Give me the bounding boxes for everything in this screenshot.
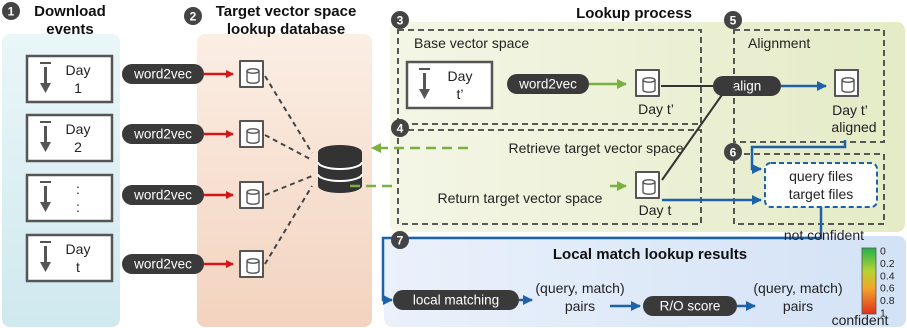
- step-badge-2: 2: [184, 7, 202, 25]
- target-title-line2: lookup database: [227, 21, 345, 38]
- step-number-2: 2: [190, 10, 197, 24]
- download-event-day-2: Day 2: [25, 113, 114, 163]
- event-ellipsis-top: :: [76, 181, 80, 197]
- event-day-number: t: [76, 259, 80, 275]
- vector-space-icon: [239, 60, 264, 88]
- colorbar-bottom-label: confident: [832, 312, 889, 328]
- word2vec-pill-2: word2vec: [122, 124, 204, 144]
- step-badge-3: 3: [391, 11, 409, 29]
- step-number-5: 5: [730, 14, 737, 28]
- step-number-1: 1: [8, 5, 15, 19]
- vector-space-icon: [239, 120, 264, 148]
- database-icon: [317, 145, 363, 193]
- align-pill: align: [713, 76, 781, 96]
- step-badge-7: 7: [391, 231, 409, 249]
- base-vector-space-label: Base vector space: [414, 35, 529, 51]
- scored-pairs-label-line1: (query, match): [753, 280, 842, 296]
- vector-space-icon-day-t-prime: [635, 69, 660, 97]
- download-event-ellipsis: : :: [25, 173, 114, 223]
- event-day-label: Day: [66, 62, 91, 78]
- download-arrow-icon: [40, 241, 51, 272]
- download-arrow-icon: [419, 68, 430, 99]
- return-label: Return target vector space: [438, 190, 603, 206]
- vector-space-icon: [239, 250, 264, 278]
- day-t-prime-label: Day t’: [638, 101, 674, 117]
- day-t-to-align: [661, 91, 725, 181]
- aligned-label-line2: aligned: [831, 119, 876, 135]
- scored-pairs-label-line2: pairs: [783, 298, 813, 314]
- query-target-box: [733, 153, 885, 225]
- base-event-day-number: t’: [457, 86, 464, 102]
- ro-score-pill: R/O score: [643, 296, 737, 316]
- vector-space-icon-aligned: [834, 69, 859, 97]
- download-event-day-t: Day t: [25, 233, 114, 283]
- target-lookup-box: [397, 129, 702, 225]
- word2vec-label: word2vec: [133, 188, 192, 203]
- colorbar-top-label: not confident: [784, 227, 864, 243]
- local-matching-label: local matching: [413, 293, 499, 308]
- download-title-line2: events: [46, 21, 94, 38]
- event-day-label: Day: [66, 121, 91, 137]
- aligned-to-query-arrow: [750, 140, 847, 174]
- base-vector-space-box: [397, 29, 702, 125]
- vector-space-icon: [239, 181, 264, 209]
- database-connectors: [264, 75, 313, 265]
- day-t-label: Day t: [639, 202, 672, 218]
- download-arrow-icon: [40, 62, 51, 93]
- confidence-colorbar: [861, 247, 877, 315]
- base-event-day-t-prime: Day t’: [405, 60, 494, 110]
- retrieve-label: Retrieve target vector space: [508, 140, 683, 156]
- align-label: align: [733, 79, 762, 94]
- word2vec-label: word2vec: [133, 127, 192, 142]
- download-arrow-icon: [40, 181, 51, 212]
- query-to-matching-arrow: [381, 207, 823, 305]
- download-arrow-icon: [40, 121, 51, 152]
- aligned-label-line1: Day t’: [832, 102, 868, 118]
- alignment-box: [733, 29, 885, 143]
- pairs-label-line2: pairs: [565, 298, 595, 314]
- event-day-number: 1: [74, 80, 82, 96]
- local-match-results-title: Local match lookup results: [553, 246, 747, 263]
- colorbar-tick-label: 0.2: [880, 258, 895, 270]
- event-day-number: 2: [74, 139, 82, 155]
- word2vec-pill-4: word2vec: [122, 254, 204, 274]
- download-title-line1: Download: [34, 3, 106, 20]
- word2vec-label: word2vec: [518, 77, 577, 92]
- word2vec-label: word2vec: [133, 67, 192, 82]
- step-badge-1: 1: [2, 2, 20, 20]
- step-number-7: 7: [397, 234, 404, 248]
- alignment-label: Alignment: [748, 35, 810, 51]
- base-event-day-label: Day: [448, 68, 473, 84]
- step-number-3: 3: [397, 14, 404, 28]
- event-ellipsis-bottom: :: [76, 199, 80, 215]
- pairs-label-line1: (query, match): [535, 280, 624, 296]
- step-badge-4: 4: [391, 119, 409, 137]
- colorbar-ticks: 00.20.40.60.81: [880, 246, 895, 320]
- step-badge-6: 6: [724, 143, 742, 161]
- colorbar-tick-label: 0.8: [880, 295, 895, 307]
- target-files-label: target files: [789, 186, 854, 202]
- word2vec-pill-3: word2vec: [122, 185, 204, 205]
- word2vec-pill-base: word2vec: [507, 74, 589, 94]
- local-matching-pill: local matching: [393, 290, 519, 310]
- lookup-process-title: Lookup process: [576, 5, 692, 22]
- word2vec-pill-1: word2vec: [122, 64, 204, 84]
- event-day-label: Day: [66, 241, 91, 257]
- ro-score-label: R/O score: [660, 299, 721, 314]
- target-title-line1: Target vector space: [216, 3, 357, 20]
- colorbar-tick-label: 0: [880, 246, 886, 258]
- query-files-label: query files: [789, 168, 853, 184]
- colorbar-tick-label: 0.4: [880, 270, 895, 282]
- step-badge-5: 5: [724, 11, 742, 29]
- word2vec-label: word2vec: [133, 257, 192, 272]
- vector-space-icon-day-t: [635, 171, 660, 199]
- step-number-6: 6: [730, 146, 737, 160]
- colorbar-tick-label: 0.6: [880, 283, 895, 295]
- download-event-day-1: Day 1: [25, 54, 114, 104]
- step-number-4: 4: [397, 122, 404, 136]
- colorbar-tick-label: 1: [880, 308, 886, 320]
